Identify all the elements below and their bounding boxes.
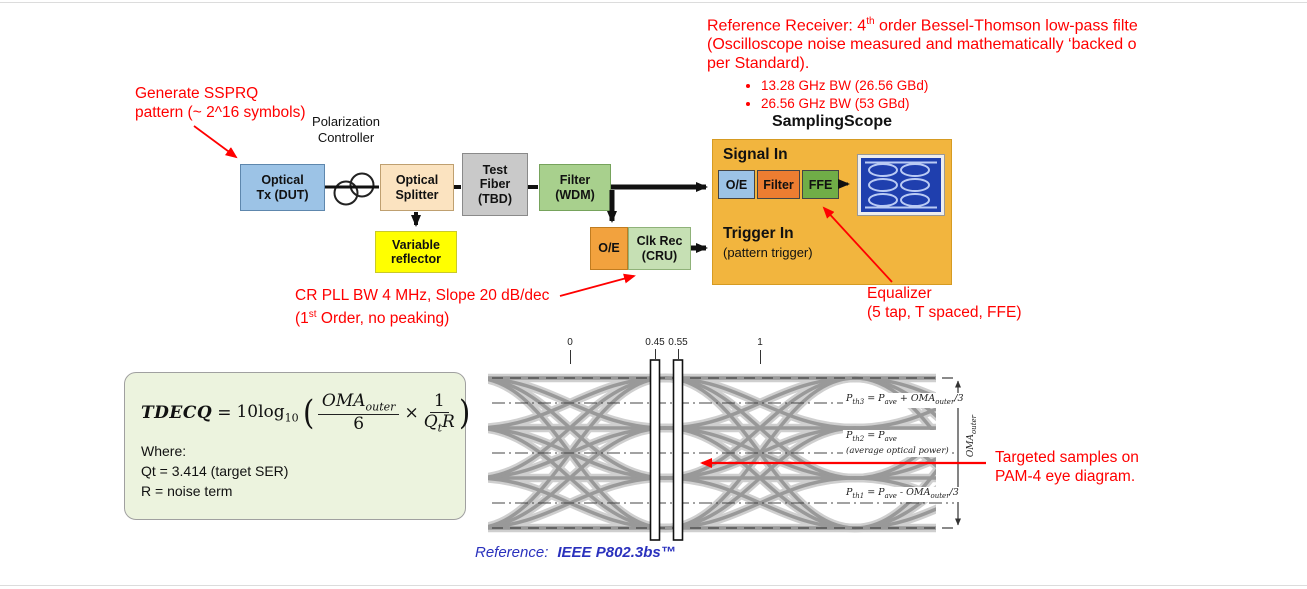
cr-pll-line2: (1st Order, no peaking) [295,309,450,328]
scope-oe-block: O/E [718,170,755,199]
clk-rec-line1: Clk Rec [636,234,683,248]
polarization-line2: Controller [317,130,375,145]
test-fiber-line1: Test [482,162,508,177]
annotation-reference-receiver: Reference Receiver: 4th order Bessel-Tho… [707,12,1305,113]
block-optical-tx-dut: Optical Tx (DUT) [240,164,325,211]
sampling-scope-panel: Signal In O/E Filter FFE Trigger In (pat… [712,139,952,285]
reference-value: IEEE P802.3bs™ [557,544,676,561]
annotation-targeted-samples: Targeted samples on PAM-4 eye diagram. [995,448,1139,486]
formula-equals: = [217,403,232,424]
scope-filter-block: Filter [757,170,800,199]
polarization-controller-label: Polarization Controller [301,114,391,146]
sampling-scope-title: SamplingScope [771,113,893,130]
optical-splitter-line1: Optical [395,173,439,187]
optical-tx-line1: Optical [261,173,304,187]
block-filter-wdm: Filter (WDM) [539,164,611,211]
variable-reflector-line2: reflector [390,252,442,266]
tdecq-formula-panel: TDECQ = 10log10 ( OMAouter 6 × 1 QtR ) W… [124,372,471,520]
filter-wdm-line1: Filter [559,173,591,187]
formula-log: 10log10 [236,402,299,425]
pattern-trigger-label: (pattern trigger) [723,245,813,260]
formula-open-paren: ( [302,393,314,434]
eye-tick-label-045: 0.45 [645,337,665,348]
eye-tick-label-0: 0 [567,337,573,348]
block-test-fiber: Test Fiber (TBD) [462,153,528,216]
annotation-equalizer: Equalizer (5 tap, T spaced, FFE) [867,284,1022,322]
eye-thumbnail-image [857,154,945,216]
formula-fraction-qr: 1 QtR [423,391,455,435]
variable-reflector-line1: Variable [392,237,440,252]
targeted-samples-line2: PAM-4 eye diagram. [995,468,1136,485]
arrow-generate-pattern [193,125,238,159]
block-variable-reflector: Variable reflector [375,231,457,273]
formula-lhs: TDECQ [141,403,213,424]
threshold-label-pth3: Pth3 = Pave + OMAouter/3 [843,393,967,408]
optical-splitter-line2: Splitter [395,187,439,202]
reference-label: Reference: [475,544,549,561]
annotation-cr-pll: CR PLL BW 4 MHz, Slope 20 dB/dec (1st Or… [295,286,549,328]
bullet-bw-1328: 13.28 GHz BW (26.56 GBd) [761,77,1305,95]
equalizer-line1: Equalizer [867,285,932,302]
formula-r-line: R = noise term [141,483,233,499]
reference-receiver-line2: (Oscilloscope noise measured and mathema… [707,36,1137,54]
test-fiber-line3: (TBD) [477,191,512,206]
reference-receiver-line3: per Standard). [707,55,810,73]
polarization-line1: Polarization [312,114,380,129]
arrow-cr-pll [559,273,636,297]
targeted-samples-line1: Targeted samples on [995,449,1139,466]
bullet-bw-2656: 26.56 GHz BW (53 GBd) [761,95,1305,113]
generate-pattern-line2: pattern (~ 2^16 symbols) [135,104,306,121]
threshold-label-pth1: Pth1 = Pave - OMAouter/3 [843,487,962,502]
pam4-eye-diagram: 0 0.45 0.55 1 Pth3 = Pave + [488,337,980,548]
cr-pll-line1: CR PLL BW 4 MHz, Slope 20 dB/dec [295,287,550,304]
formula-where-label: Where: [141,443,187,459]
eye-tick-055 [677,349,679,359]
reference-receiver-bullets: 13.28 GHz BW (26.56 GBd) 26.56 GHz BW (5… [743,77,1305,113]
filter-wdm-line2: (WDM) [555,187,595,202]
eye-tick-045 [654,349,656,359]
optical-tx-line2: Tx (DUT) [256,187,309,202]
tdecq-formula: TDECQ = 10log10 ( OMAouter 6 × 1 QtR ) [141,391,471,435]
eye-tick-0 [569,350,571,364]
test-fiber-line2: Fiber [479,177,511,192]
eye-tick-label-1: 1 [757,337,763,348]
footer-reference: Reference: IEEE P802.3bs™ [475,544,676,561]
generate-pattern-line1: Generate SSPRQ [135,85,259,102]
polarization-controller-loops-icon [333,172,375,206]
annotation-generate-pattern: Generate SSPRQ pattern (~ 2^16 symbols) [135,84,306,122]
signal-in-label: Signal In [723,146,788,163]
slicer-bar-055 [672,359,684,541]
eye-svg [488,359,961,541]
formula-times: × [404,403,419,424]
oma-outer-vertical-label: OMAouter [966,415,978,458]
formula-close-paren: ) [458,393,471,434]
oe-standalone-label: O/E [598,241,620,256]
clk-rec-line2: (CRU) [641,248,678,263]
top-divider [0,2,1307,3]
trigger-in-label: Trigger In [723,225,794,242]
eye-tick-1 [759,350,761,364]
formula-fraction-oma: OMAouter 6 [317,392,400,434]
equalizer-line2: (5 tap, T spaced, FFE) [867,304,1022,321]
block-optical-splitter: Optical Splitter [380,164,454,211]
scope-ffe-block: FFE [802,170,839,199]
reference-receiver-line1: Reference Receiver: 4th order Bessel-Tho… [707,16,1138,35]
slicer-bar-045 [649,359,661,541]
bottom-divider [0,585,1307,586]
block-clk-rec-cru: Clk Rec (CRU) [628,227,691,270]
threshold-label-pth2: Pth2 = Pave (average optical power) [843,430,952,457]
block-oe-standalone: O/E [590,227,628,270]
formula-qt-line: Qt = 3.414 (target SER) [141,463,289,479]
eye-tick-label-055: 0.55 [668,337,688,348]
